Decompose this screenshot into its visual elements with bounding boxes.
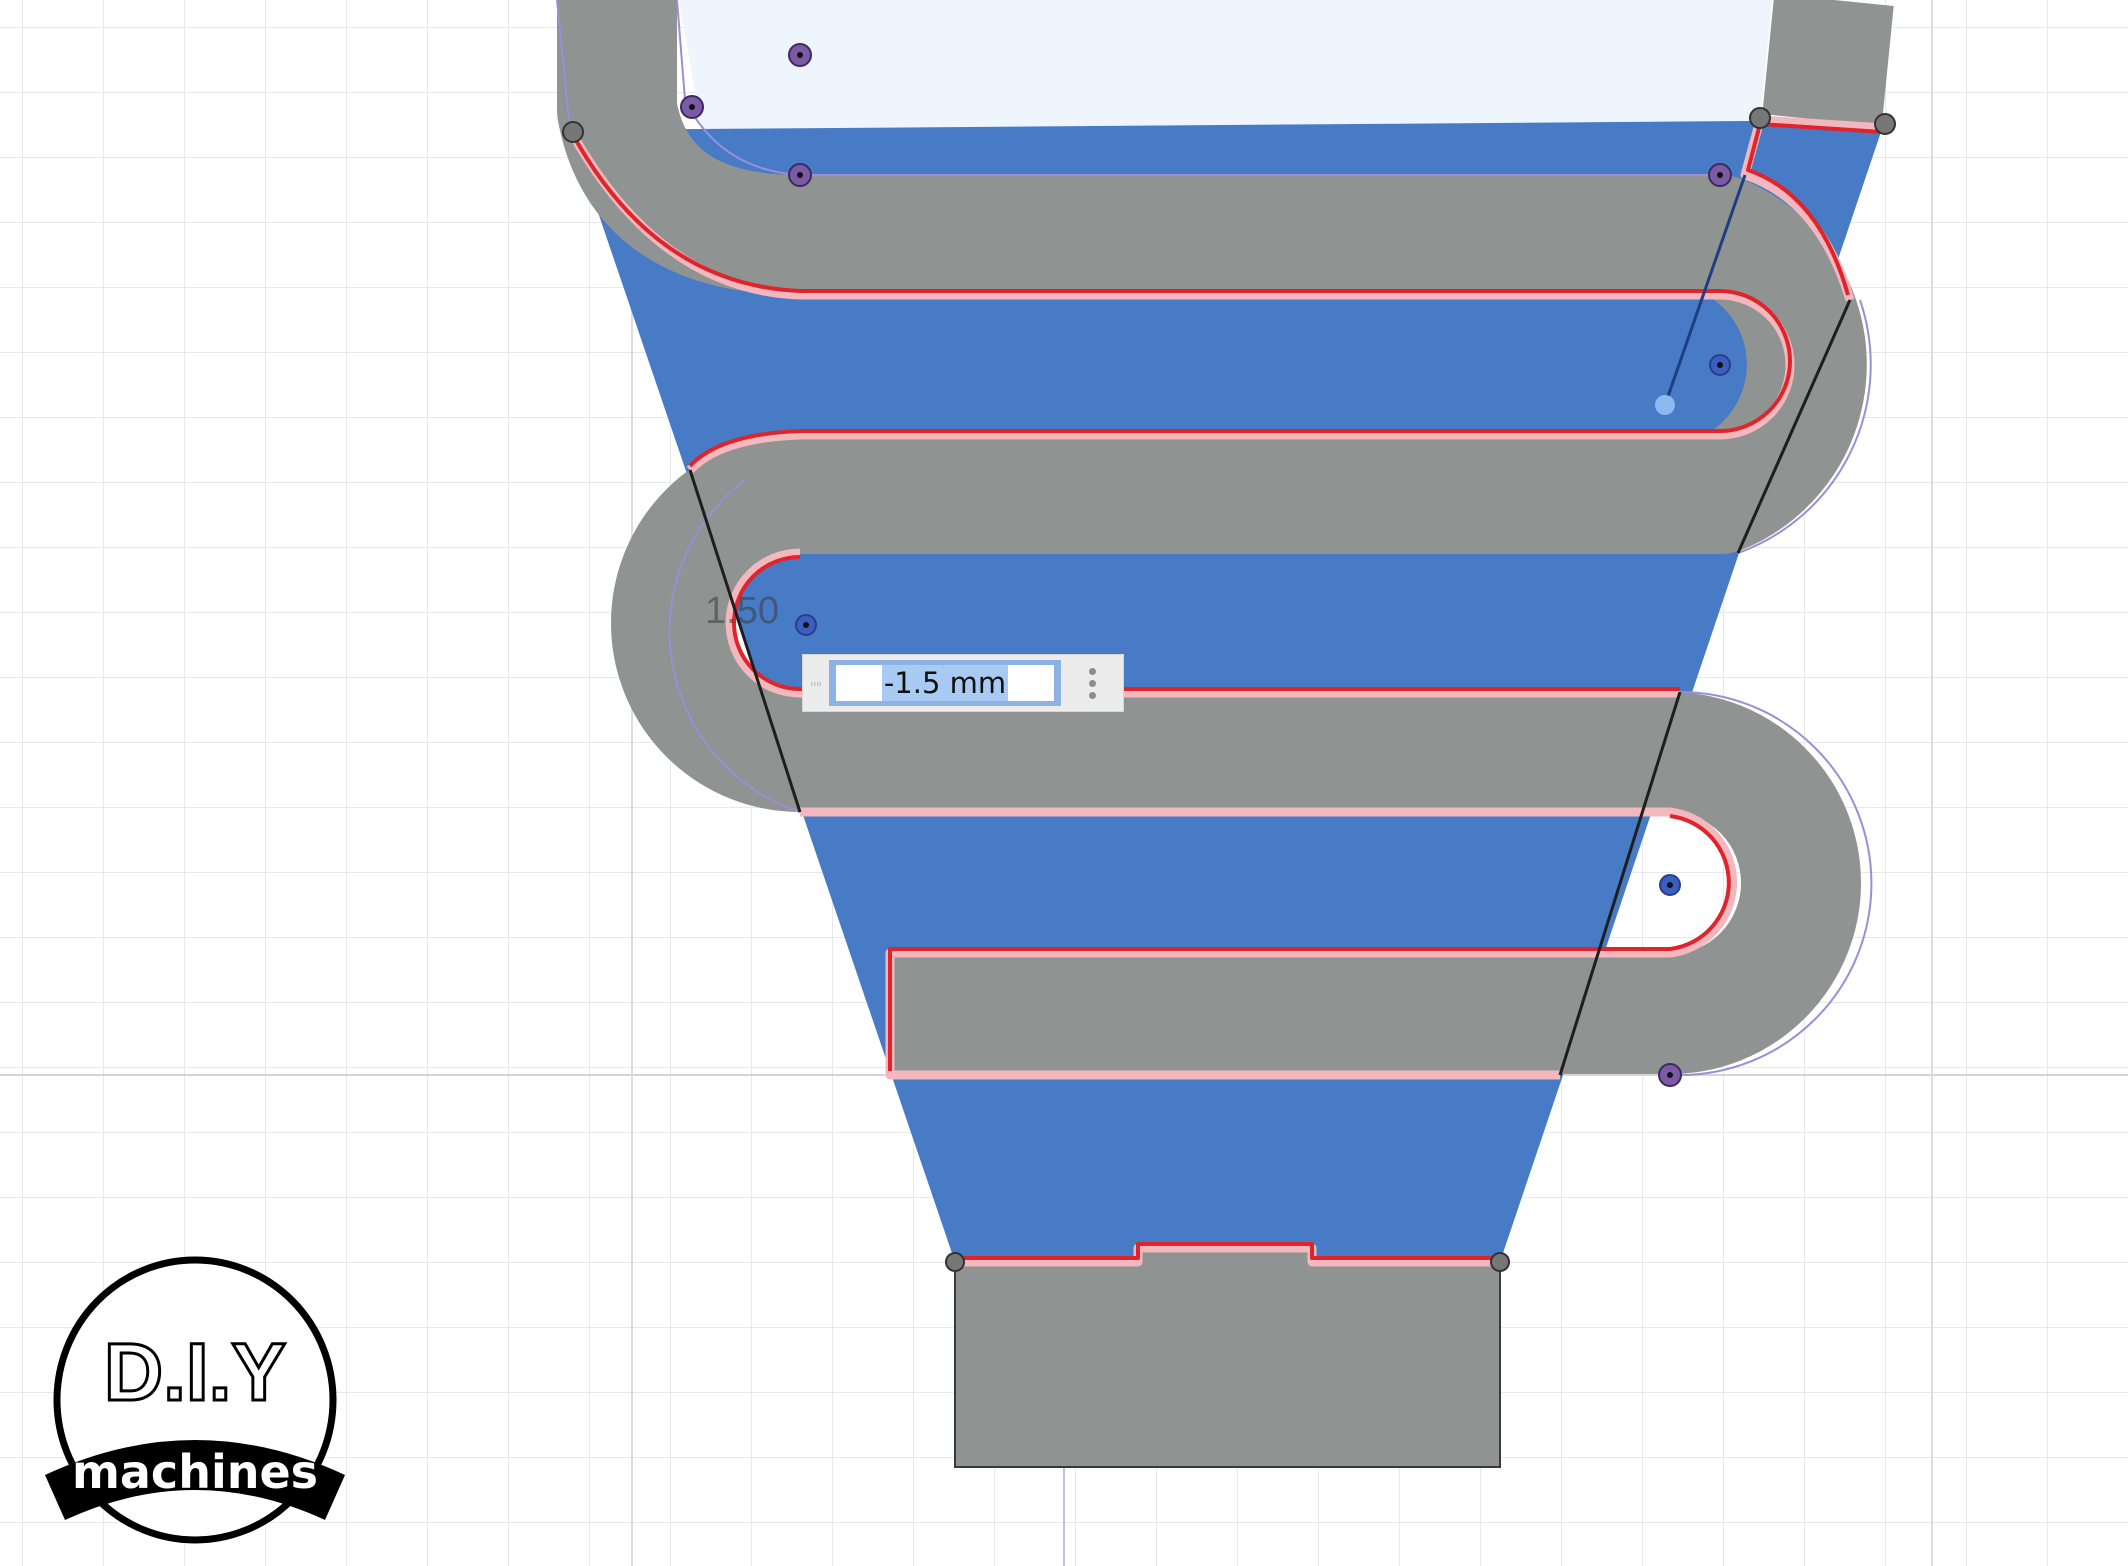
offset-dimension-input[interactable]: ⁞⁞ -1.5 mm (802, 654, 1124, 712)
offset-value[interactable]: -1.5 mm (881, 665, 1009, 701)
serpentine-body[interactable] (557, 0, 1894, 1074)
construction-lines (688, 174, 1852, 1076)
point-icon (1709, 354, 1731, 376)
drag-handle-icon[interactable]: ⁞⁞ (808, 681, 824, 685)
dimension-label: 1.50 (705, 590, 779, 632)
logo-banner-text: machines (72, 1445, 318, 1499)
input-frame[interactable]: -1.5 mm (829, 660, 1061, 706)
offset-value-field[interactable]: -1.5 mm (836, 665, 1054, 701)
point-icon (795, 614, 817, 636)
point-icon (680, 95, 704, 119)
corner-point (945, 1252, 965, 1272)
corner-point (562, 121, 584, 143)
point-icon (1708, 163, 1732, 187)
endpoint-handle (1655, 395, 1675, 415)
diy-machines-logo: D.I.Y machines (45, 1256, 345, 1544)
logo-diy-text: D.I.Y (104, 1327, 286, 1418)
vertical-ellipsis-icon[interactable] (1061, 667, 1123, 699)
point-icon (1659, 874, 1681, 896)
bottom-tab[interactable] (954, 1247, 1501, 1468)
corner-point (1874, 113, 1896, 135)
point-icon (788, 163, 812, 187)
constraint-points[interactable] (562, 43, 1896, 1272)
corner-point (1749, 107, 1771, 129)
point-icon (788, 43, 812, 67)
corner-point (1490, 1252, 1510, 1272)
point-icon (1658, 1063, 1682, 1087)
offset-curve[interactable] (568, 115, 1886, 1267)
